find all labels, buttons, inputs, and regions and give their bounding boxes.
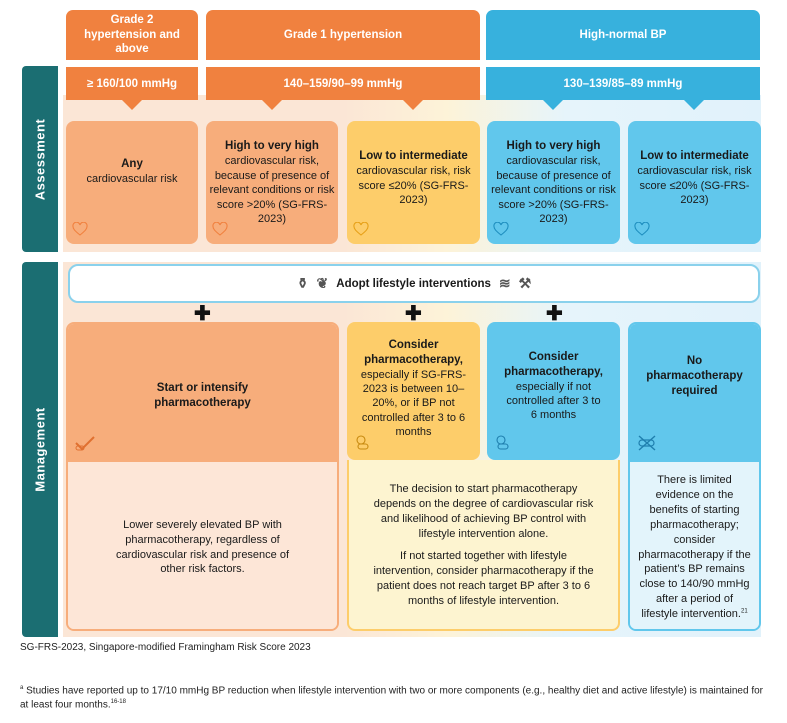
pill-icon bbox=[356, 435, 369, 450]
abbreviation-note: SG-FRS-2023, Singapore-modified Framingh… bbox=[20, 642, 311, 653]
arrow-a4 bbox=[543, 100, 563, 110]
vegetable-icon: ❦ bbox=[316, 275, 329, 291]
heart-icon bbox=[493, 222, 509, 236]
pill-icon bbox=[496, 435, 509, 450]
heart-icon bbox=[634, 222, 650, 236]
heart-icon bbox=[72, 222, 88, 236]
m23-paragraph-2: If not started together with lifestyle i… bbox=[373, 550, 594, 607]
range-high-normal: 130–139/85–89 mmHg bbox=[486, 67, 760, 100]
assessment-side-label: Assessment bbox=[22, 66, 58, 252]
m1-title: Start or intensify pharmacotherapy bbox=[154, 382, 251, 409]
lifestyle-label: Adopt lifestyle interventions bbox=[336, 277, 491, 290]
plus-icon: ✚ bbox=[194, 303, 211, 325]
m23-paragraph-1: The decision to start pharmacotherapy de… bbox=[373, 483, 594, 540]
management-side-label: Management bbox=[22, 262, 58, 637]
footnote: a Studies have reported up to 17/10 mmHg… bbox=[20, 685, 763, 711]
m3-body: especially if not controlled after 3 to … bbox=[506, 380, 601, 422]
header-grade2: Grade 2 hypertension and above bbox=[66, 10, 198, 60]
m4-title: No pharmacotherapy required bbox=[646, 355, 743, 397]
m4-body: There is limited evidence on the benefit… bbox=[638, 474, 751, 620]
checkmark-icon bbox=[75, 436, 95, 451]
heart-icon bbox=[212, 222, 228, 236]
m1-body: Lower severely elevated BP with pharmaco… bbox=[115, 518, 290, 576]
management-card-consider-grade1: Consider pharmacotherapy, especially if … bbox=[347, 322, 480, 460]
management-card-consider-highnormal: Consider pharmacotherapy, especially if … bbox=[487, 322, 620, 460]
no-pill-icon bbox=[638, 435, 656, 451]
m3-title: Consider pharmacotherapy, bbox=[504, 351, 603, 378]
runner-icon: ≋ bbox=[498, 275, 511, 291]
m2-title: Consider pharmacotherapy, bbox=[364, 339, 463, 366]
arrow-a2 bbox=[262, 100, 282, 110]
lifestyle-interventions-bar: ⚱ ❦ Adopt lifestyle interventions ≋ ⚒ bbox=[68, 264, 760, 303]
m2-body: especially if SG-FRS-2023 is between 10–… bbox=[360, 368, 467, 439]
plus-icon: ✚ bbox=[546, 303, 563, 325]
plus-icon: ✚ bbox=[405, 303, 422, 325]
arrow-a3 bbox=[403, 100, 423, 110]
range-grade2: ≥ 160/100 mmHg bbox=[66, 67, 198, 100]
header-high-normal: High-normal BP bbox=[486, 10, 760, 60]
management-consider-details: The decision to start pharmacotherapy de… bbox=[347, 460, 620, 631]
salt-icon: ⚱ bbox=[296, 275, 309, 291]
range-grade1: 140–159/90–99 mmHg bbox=[206, 67, 480, 100]
arrow-a1 bbox=[122, 100, 142, 110]
header-grade1: Grade 1 hypertension bbox=[206, 10, 480, 60]
management-card-start-pharmacotherapy: Start or intensify pharmacotherapy Lower… bbox=[66, 322, 339, 631]
arrow-a5 bbox=[684, 100, 704, 110]
heart-icon bbox=[353, 222, 369, 236]
management-card-no-pharmacotherapy: No pharmacotherapy required There is lim… bbox=[628, 322, 761, 631]
dumbbell-icon: ⚒ bbox=[518, 275, 532, 291]
